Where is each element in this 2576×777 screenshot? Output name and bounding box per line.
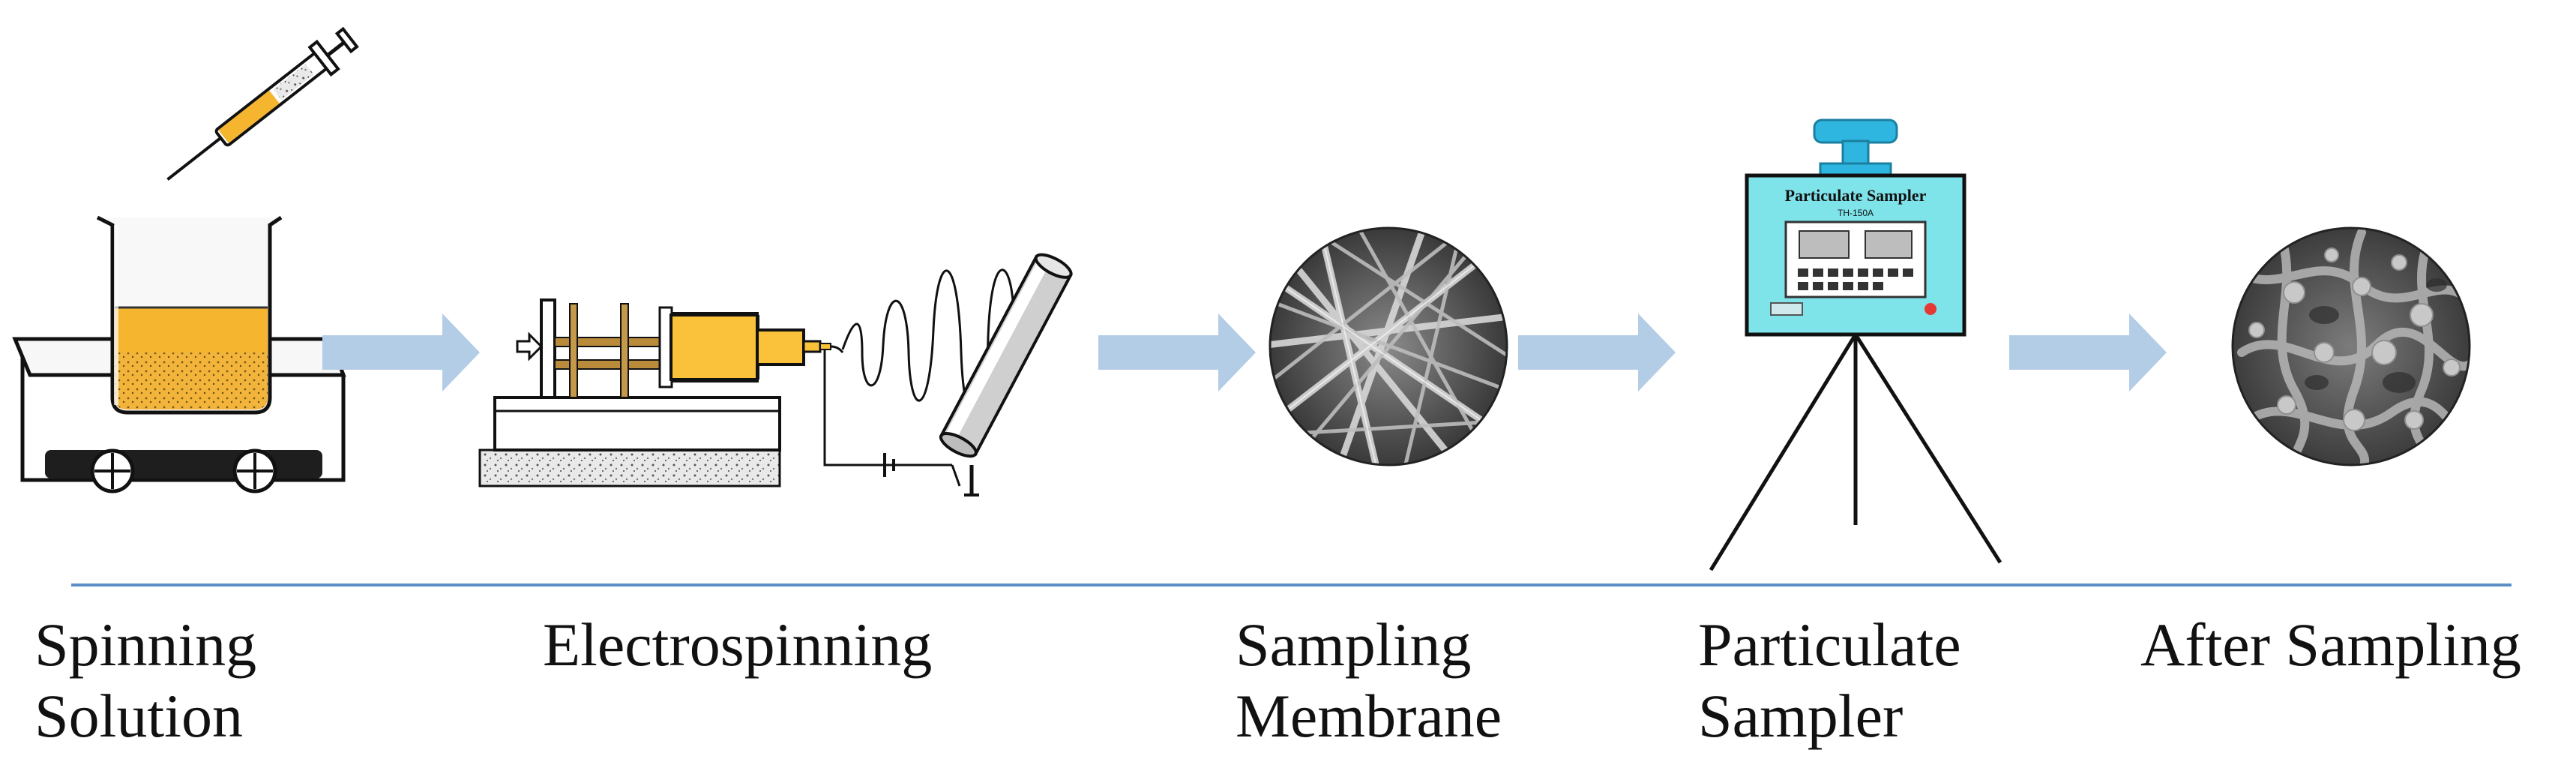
label-spinning-solution-line-2: Solution bbox=[34, 682, 243, 751]
sampler-panel-title: Particulate Sampler bbox=[1785, 186, 1927, 205]
label-after-sampling: After Sampling bbox=[2140, 609, 2521, 680]
label-electrospinning-line-1: Electrospinning bbox=[543, 610, 933, 679]
particulate-sampler-illustration: Particulate Sampler TH-150A bbox=[1709, 118, 2002, 572]
label-particulate-sampler-line-2: Sampler bbox=[1698, 682, 1904, 751]
after-sampling-micrograph bbox=[2231, 226, 2471, 466]
label-particulate-sampler-line-1: Particulate bbox=[1698, 610, 1961, 679]
flow-arrow-2 bbox=[1098, 314, 1256, 392]
sampler-panel-model: TH-150A bbox=[1838, 208, 1874, 218]
flow-arrow-4 bbox=[2009, 314, 2167, 392]
label-spinning-solution: Spinning Solution bbox=[34, 609, 256, 752]
sampler-display-right bbox=[1865, 230, 1913, 259]
sampler-power-light-icon bbox=[1925, 303, 1936, 315]
spinning-solution-illustration bbox=[12, 26, 359, 494]
sampling-membrane-micrograph bbox=[1269, 226, 1508, 466]
label-sampling-membrane: Sampling Membrane bbox=[1236, 609, 1502, 752]
label-sampling-membrane-line-1: Sampling bbox=[1236, 610, 1472, 679]
sampler-inlet-icon bbox=[1813, 118, 1898, 144]
push-direction-icon bbox=[516, 332, 544, 362]
syringe-icon bbox=[166, 26, 359, 181]
label-after-sampling-line-1: After Sampling bbox=[2140, 610, 2521, 679]
sampler-keypad bbox=[1798, 268, 1913, 290]
sampler-display-left bbox=[1799, 230, 1850, 259]
label-sampling-membrane-line-2: Membrane bbox=[1236, 682, 1502, 751]
collector-drum-icon bbox=[939, 253, 1073, 458]
label-particulate-sampler: Particulate Sampler bbox=[1698, 609, 1961, 752]
electrospinning-apparatus-illustration bbox=[478, 253, 1073, 496]
flow-arrow-3 bbox=[1518, 314, 1676, 392]
label-spinning-solution-line-1: Spinning bbox=[34, 610, 257, 679]
flow-arrow-1 bbox=[322, 314, 480, 392]
label-electrospinning: Electrospinning bbox=[543, 609, 932, 680]
beaker-icon bbox=[96, 215, 283, 415]
